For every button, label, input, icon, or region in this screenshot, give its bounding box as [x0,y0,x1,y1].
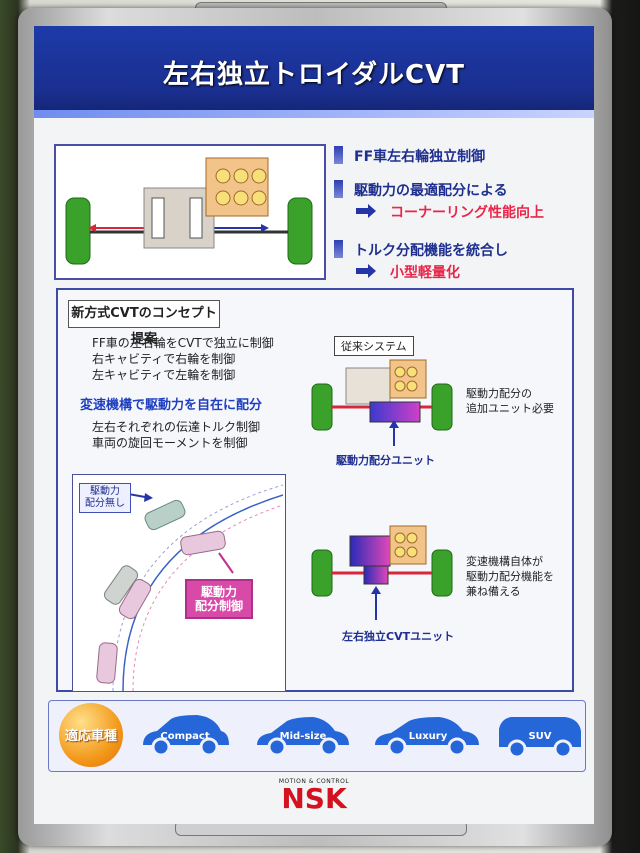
arrow-right-icon [356,204,376,218]
conventional-unit-label: 駆動力配分ユニット [336,454,435,467]
conventional-note: 駆動力配分の 追加ユニット必要 [466,387,554,415]
poster-title: 左右独立トロイダルCVT [163,60,465,90]
bullet-2: 駆動力の最適配分による コーナーリング性能向上 [334,178,594,228]
bullet-result: コーナーリング性能向上 [390,205,544,221]
bullet-text: 駆動力の最適配分による [354,183,508,199]
concept-line: 左キャビティで左輪を制御 [92,368,236,382]
midsize-car-icon [257,717,349,757]
concept-title: 新方式CVTのコンセプト提案 [68,300,220,347]
suv-car-icon [499,717,581,759]
vehicle-name: SUV [528,731,552,742]
new-cvt-system-svg [311,525,453,620]
vehicle-name: Mid-size [279,731,327,742]
vehicle-midsize: Mid-size [255,711,351,759]
banner-stripe [34,110,594,118]
compact-car-icon [143,715,229,757]
title-banner: 左右独立トロイダルCVT [34,26,594,118]
conventional-system-svg [311,359,453,446]
label-distribution-control: 駆動力 配分制御 [185,579,254,619]
logo-brand: NSK [281,782,347,815]
concept-line: FF車の左右輪をCVTで独立に制御 [92,336,274,350]
luxury-car-icon [375,717,479,757]
bullet-marker [334,240,343,258]
bullet-marker [334,146,343,164]
concept-line: 右キャビティで右輪を制御 [92,352,236,366]
cornering-diagram: 駆動力 配分無し 駆動力 配分制御 [72,474,286,692]
vehicle-compact: Compact [137,711,233,759]
concept-subhead: 変速機構で駆動力を自在に配分 [80,398,263,413]
applicable-vehicles-label: 適応車種 [64,729,117,744]
bullet-result: 小型軽量化 [390,265,460,281]
poster: 左右独立トロイダルCVT FF車左右輪独立制御 [34,26,594,824]
bullet-text: トルク分配機能を統合し [354,243,508,259]
logo-tagline: MOTION & CONTROL [278,778,350,785]
vehicle-luxury: Luxury [373,711,479,759]
arrow-right-icon [356,264,376,278]
new-cvt-unit-label: 左右独立CVTユニット [342,630,455,643]
vehicle-suv: SUV [495,711,591,759]
bullet-1: FF車左右輪独立制御 [334,144,594,166]
conventional-system-label: 従来システム [334,336,414,356]
new-system-note: 変速機構自体が 駆動力配分機能を 兼ね備える [466,555,554,598]
drivetrain-diagram [54,144,326,280]
vehicle-name: Compact [160,731,210,742]
vehicle-types-row: 適応車種 Compact Mid-size Luxury [48,700,586,772]
bullet-text: FF車左右輪独立制御 [354,149,486,165]
cornering-svg [96,484,284,692]
concept-panel: 新方式CVTのコンセプト提案 FF車の左右輪をCVTで独立に制御 右キャビティで… [56,288,574,692]
applicable-vehicles-badge: 適応車種 [59,703,123,767]
vehicle-name: Luxury [408,731,448,742]
nsk-logo: MOTION & CONTROL NSK [264,778,364,818]
bullet-marker [334,180,343,198]
bullet-3: トルク分配機能を統合し 小型軽量化 [334,238,594,288]
concept-subline: 左右それぞれの伝達トルク制御 [92,420,261,434]
concept-subline: 車両の旋回モーメントを制御 [92,436,248,450]
label-no-distribution: 駆動力 配分無し [79,483,131,513]
drivetrain-svg [65,157,313,265]
